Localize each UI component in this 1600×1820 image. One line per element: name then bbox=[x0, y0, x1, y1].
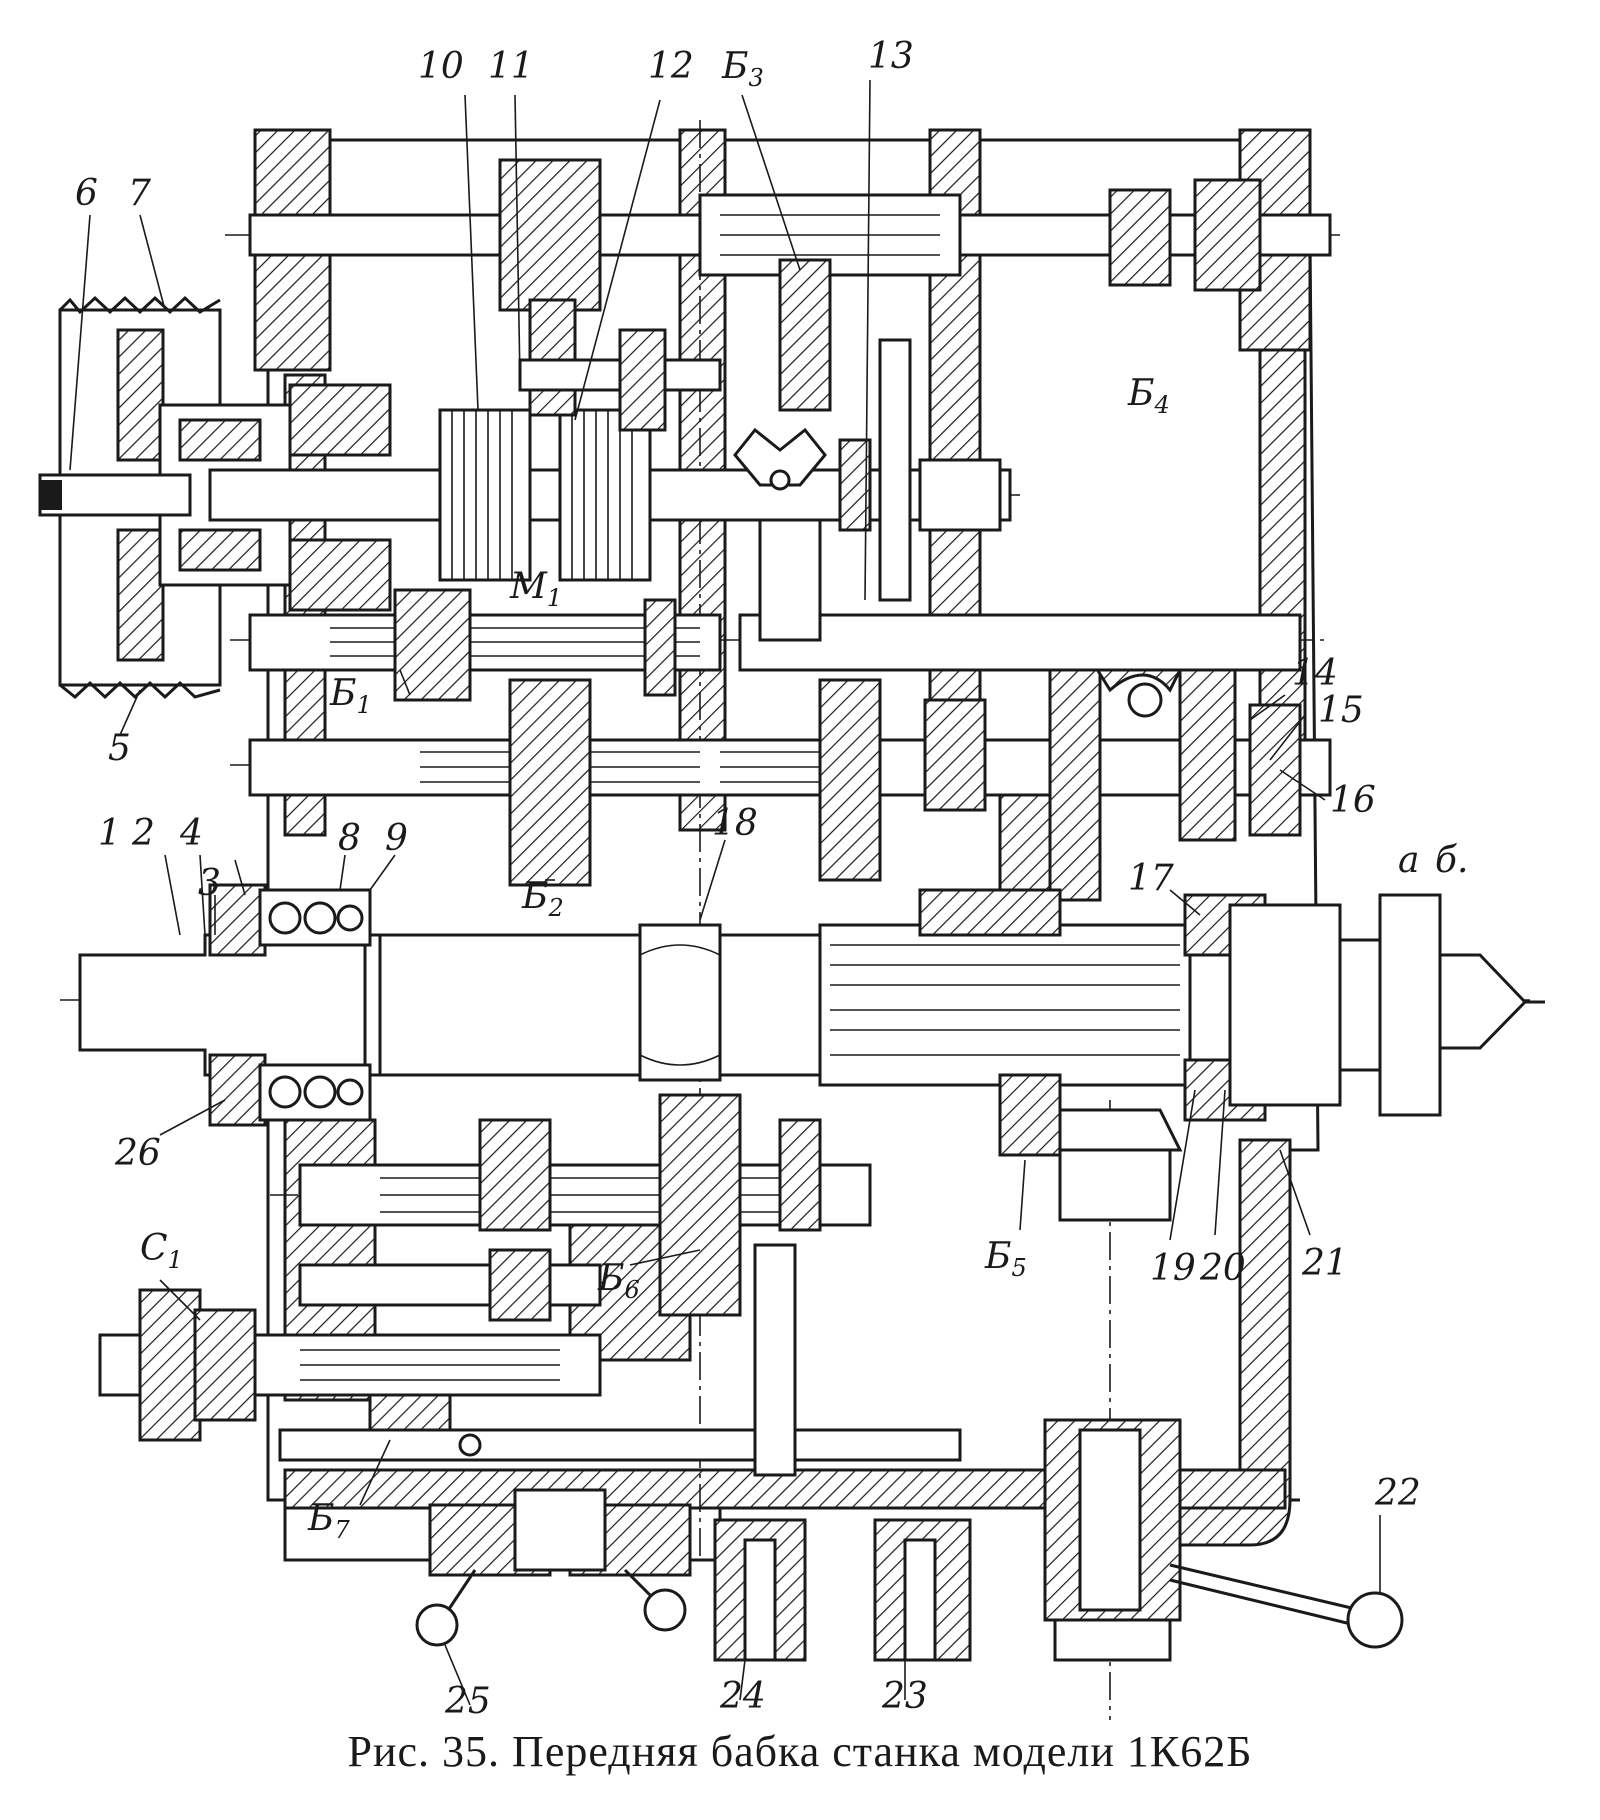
callout-3: 3 bbox=[198, 863, 221, 904]
callout-5: 5 bbox=[108, 728, 131, 769]
callout-20: 20 bbox=[1199, 1248, 1246, 1289]
callout-24: 24 bbox=[719, 1676, 766, 1717]
callout-12: 12 bbox=[648, 46, 694, 87]
input-shaft-clutch bbox=[208, 298, 1012, 612]
callout-15: 15 bbox=[1318, 690, 1364, 731]
leader-lines bbox=[69, 79, 1381, 1706]
callout-10: 10 bbox=[418, 46, 464, 87]
callout-14: 14 bbox=[1292, 653, 1338, 694]
shift-mechanism bbox=[753, 338, 1183, 1477]
label-b-dot: б. bbox=[1435, 840, 1468, 881]
spindle bbox=[78, 883, 1545, 1157]
callout-21: 21 bbox=[1301, 1243, 1348, 1284]
callout-13: 13 bbox=[868, 36, 914, 77]
callout-6: 6 bbox=[75, 173, 98, 214]
lower-shafts bbox=[98, 1093, 962, 1462]
callout-labels: 10 11 12 Б3 13 6 7 Б4 M1 Б1 5 14 15 16 1… bbox=[75, 36, 1468, 1720]
figure-caption: Рис. 35. Передняя бабка станка модели 1К… bbox=[347, 1727, 1253, 1776]
callout-1: 1 bbox=[98, 813, 121, 854]
label-m1: M1 bbox=[509, 566, 562, 612]
callout-25: 25 bbox=[444, 1681, 491, 1720]
callout-17: 17 bbox=[1128, 858, 1174, 899]
clutch-disc-pack-right bbox=[558, 408, 652, 582]
label-b7: Б7 bbox=[307, 1498, 350, 1544]
label-a: а bbox=[1398, 840, 1419, 881]
callout-7: 7 bbox=[128, 173, 151, 214]
clutch-disc-pack-left bbox=[438, 408, 532, 582]
label-b1: Б1 bbox=[329, 673, 372, 719]
label-b3: Б3 bbox=[721, 46, 764, 92]
callout-22: 22 bbox=[1374, 1473, 1421, 1514]
label-b4: Б4 bbox=[1127, 373, 1170, 419]
label-b2: Б2 bbox=[521, 876, 564, 922]
headstock-section-drawing: 10 11 12 Б3 13 6 7 Б4 M1 Б1 5 14 15 16 1… bbox=[38, 36, 1545, 1720]
control-knobs bbox=[415, 1418, 1404, 1662]
spindle-bearing-left bbox=[258, 888, 372, 1122]
callout-9: 9 bbox=[385, 818, 408, 859]
spindle-splines bbox=[818, 923, 1192, 1087]
label-c1: C1 bbox=[140, 1228, 183, 1274]
callout-11: 11 bbox=[488, 46, 534, 87]
callout-23: 23 bbox=[881, 1676, 928, 1717]
callout-18: 18 bbox=[712, 803, 758, 844]
intermediate-shafts bbox=[248, 588, 1332, 902]
callout-26: 26 bbox=[114, 1133, 161, 1174]
callout-16: 16 bbox=[1330, 780, 1376, 821]
callout-8: 8 bbox=[338, 818, 361, 859]
callout-2: 2 bbox=[131, 813, 155, 854]
label-b6: Б6 bbox=[597, 1258, 640, 1304]
callout-19: 19 bbox=[1150, 1248, 1196, 1289]
upper-shaft bbox=[248, 158, 1332, 412]
label-b5: Б5 bbox=[984, 1236, 1027, 1282]
callout-4: 4 bbox=[179, 813, 203, 854]
